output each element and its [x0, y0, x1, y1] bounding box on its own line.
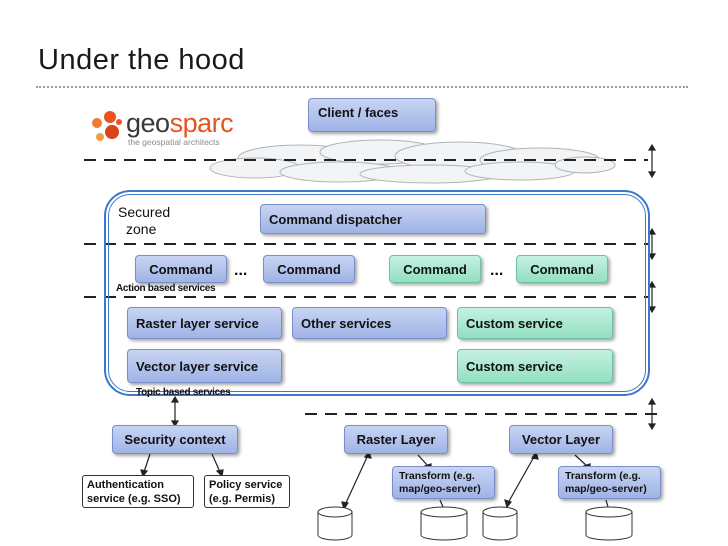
custom-service-label-1: Custom service	[466, 315, 563, 331]
cloud-shape	[209, 139, 616, 184]
policy-line1: Policy service	[209, 478, 283, 491]
transform-box-2: Transform (e.g. map/geo-server)	[558, 466, 661, 499]
logo-mark-icon	[92, 111, 122, 141]
command-box-1: Command	[135, 255, 227, 283]
auth-line1: Authentication	[87, 478, 164, 491]
logo-word-sparc: sparc	[169, 108, 234, 138]
security-context-box: Security context	[112, 425, 238, 454]
topic-based-services-label: Topic based services	[136, 387, 231, 398]
secured-zone-line2: zone	[126, 221, 157, 237]
custom-service-box-2: Custom service	[457, 349, 613, 383]
other-services-label: Other services	[301, 315, 392, 331]
transform2-line2: map/geo-server)	[565, 482, 647, 495]
command-label-4: Command	[530, 261, 594, 277]
policy-line2: (e.g. Permis)	[209, 492, 276, 505]
logo-word-geo: geo	[126, 108, 170, 138]
command-label-1: Command	[149, 261, 213, 277]
vector-layer-service-label: Vector layer service	[136, 358, 259, 374]
database-2	[420, 506, 468, 541]
raster-layer-service-box: Raster layer service	[127, 307, 282, 339]
boundary-arrows	[647, 143, 657, 431]
raster-layer-box: Raster Layer	[344, 425, 448, 454]
transform1-line1: Transform (e.g.	[399, 469, 475, 482]
secured-zone-line1: Secured	[118, 204, 171, 220]
secured-zone-outer	[104, 190, 650, 396]
ellipsis-2: ...	[490, 262, 504, 279]
database-4	[585, 506, 633, 541]
custom-service-box-1: Custom service	[457, 307, 613, 339]
command-dispatcher-label: Command dispatcher	[269, 211, 402, 227]
raster-layer-label: Raster Layer	[356, 432, 436, 447]
auth-line2: service (e.g. SSO)	[87, 492, 181, 505]
other-services-box: Other services	[292, 307, 447, 339]
ellipsis-1: ...	[234, 262, 248, 279]
action-based-services-label: Action based services	[116, 283, 216, 294]
command-label-2: Command	[277, 261, 341, 277]
logo-tagline: the geospatial architects	[128, 137, 220, 147]
database-cylinders	[317, 506, 633, 541]
dashed-boundaries	[84, 159, 665, 415]
database-1	[317, 506, 353, 541]
vector-layer-box: Vector Layer	[509, 425, 613, 454]
authentication-service-box: Authentication service (e.g. SSO)	[82, 475, 194, 508]
policy-service-box: Policy service (e.g. Permis)	[204, 475, 290, 508]
secured-zone-inner	[108, 194, 646, 392]
transform1-line2: map/geo-server)	[399, 482, 481, 495]
logo-wordmark: geosparc	[126, 108, 234, 139]
raster-layer-service-label: Raster layer service	[136, 315, 259, 331]
command-dispatcher-box: Command dispatcher	[260, 204, 486, 234]
command-box-4: Command	[516, 255, 608, 283]
geosparc-logo: geosparc the geospatial architects	[88, 106, 238, 147]
command-box-3: Command	[389, 255, 481, 283]
transform2-line1: Transform (e.g.	[565, 469, 641, 482]
security-context-label: Security context	[124, 432, 226, 447]
command-box-2: Command	[263, 255, 355, 283]
vector-layer-label: Vector Layer	[521, 432, 601, 447]
title-divider	[36, 86, 688, 88]
client-faces-box: Client / faces	[308, 98, 436, 132]
database-3	[482, 506, 518, 541]
secured-zone-label: Secured zone	[118, 204, 170, 238]
transform-box-1: Transform (e.g. map/geo-server)	[392, 466, 495, 499]
client-faces-label: Client / faces	[318, 105, 399, 120]
custom-service-label-2: Custom service	[466, 358, 563, 374]
vector-layer-service-box: Vector layer service	[127, 349, 282, 383]
slide-title: Under the hood	[38, 44, 245, 76]
command-label-3: Command	[403, 261, 467, 277]
